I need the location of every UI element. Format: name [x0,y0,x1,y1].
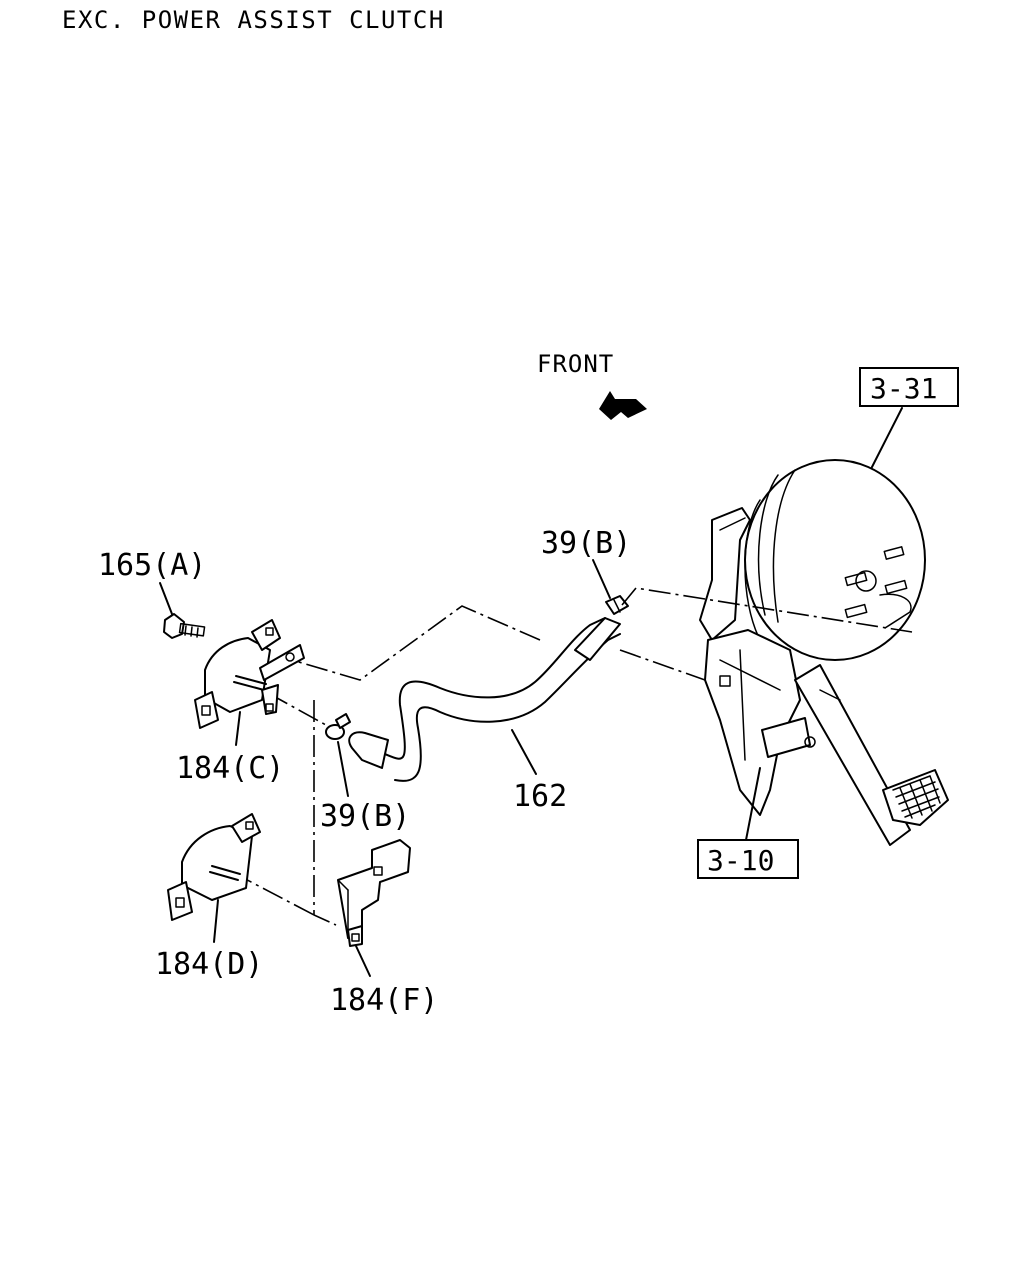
dash-to-booster [621,587,913,633]
bracket-184c [194,619,305,729]
brake-booster [744,459,926,661]
label-184f: 184(F) [330,983,438,1018]
clip-39b-mid [325,713,351,740]
pedal-bracket [699,507,911,846]
ref-label-310: 3-10 [707,844,774,877]
dash-bracket-c-to-clip [267,692,336,731]
leader-331 [871,407,903,468]
ref-box-331 [859,367,959,407]
front-direction-arrow-icon [599,391,647,420]
label-184c: 184(C) [176,751,284,786]
dash-vertical [313,700,337,926]
leader-39b-mid [337,741,349,797]
dash-to-bracket [619,649,706,681]
dash-hose-to-bracket-c [291,605,541,681]
label-184d: 184(D) [155,947,263,982]
pedal-pad [882,769,949,826]
diagram-title: EXC. POWER ASSIST CLUTCH [62,6,445,34]
leader-310 [745,767,761,841]
leader-184d [213,899,219,943]
clip-39b-top [605,595,629,615]
vacuum-hose [348,617,621,782]
bracket-184d [167,813,261,921]
leader-184f [355,945,371,977]
ref-label-331: 3-31 [870,372,937,405]
bracket-184f [337,839,411,947]
leader-162 [511,729,537,775]
leader-39b-top [592,559,611,599]
bolt-165a [163,613,206,639]
label-39b-top: 39(B) [541,526,631,561]
front-label: FRONT [537,350,614,378]
label-165a: 165(A) [98,548,206,583]
label-39b-mid: 39(B) [320,799,410,834]
leader-184c [235,711,241,746]
leader-165a [159,582,173,615]
label-162: 162 [513,779,567,814]
ref-box-310 [697,839,799,879]
